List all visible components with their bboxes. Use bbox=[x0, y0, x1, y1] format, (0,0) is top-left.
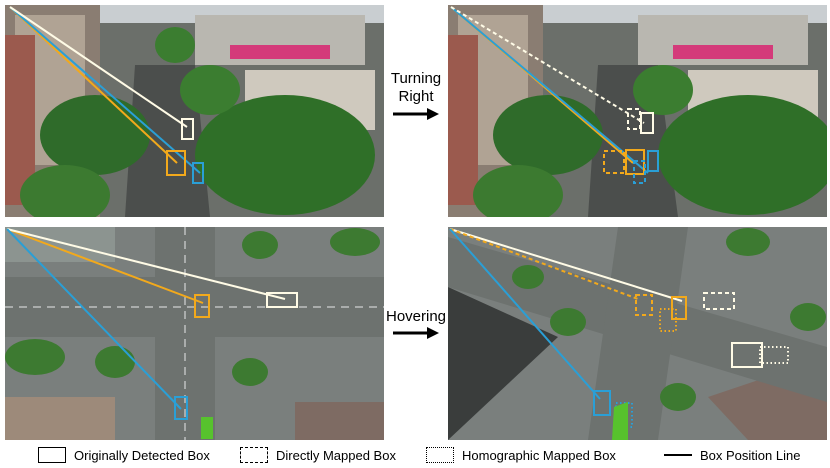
legend-line-label: Box Position Line bbox=[700, 447, 801, 463]
legend-position-line: Box Position Line bbox=[664, 445, 800, 465]
panel-intersection-original bbox=[5, 227, 384, 440]
street-aerial-image bbox=[5, 5, 384, 217]
legend-original-box: Originally Detected Box bbox=[38, 445, 210, 465]
legend-direct-label: Directly Mapped Box bbox=[276, 447, 396, 463]
legend-homographic-box: Homographic Mapped Box bbox=[426, 445, 616, 465]
legend-direct-box: Directly Mapped Box bbox=[240, 445, 396, 465]
detected-box-cyan bbox=[192, 162, 204, 184]
arrow-right-icon bbox=[393, 108, 439, 120]
intersection-aerial-image-mapped bbox=[448, 227, 827, 440]
dotted-box-icon bbox=[426, 447, 454, 463]
legend-homographic-label: Homographic Mapped Box bbox=[462, 447, 616, 463]
solid-box-icon bbox=[38, 447, 66, 463]
hovering-label: Hovering bbox=[385, 308, 447, 325]
panel-street-original bbox=[5, 5, 384, 217]
detected-box-white bbox=[181, 118, 194, 140]
dashed-box-icon bbox=[240, 447, 268, 463]
detected-box-yellow bbox=[166, 150, 186, 176]
panel-intersection-mapped bbox=[448, 227, 827, 440]
panel-street-mapped bbox=[448, 5, 827, 217]
street-aerial-image-mapped bbox=[448, 5, 827, 217]
intersection-aerial-image bbox=[5, 227, 384, 440]
legend-original-label: Originally Detected Box bbox=[74, 447, 210, 463]
arrow-right-icon bbox=[393, 327, 439, 339]
legend: Originally Detected Box Directly Mapped … bbox=[0, 444, 830, 466]
line-icon bbox=[664, 454, 692, 456]
turning-right-label: Turning Right bbox=[390, 70, 442, 105]
